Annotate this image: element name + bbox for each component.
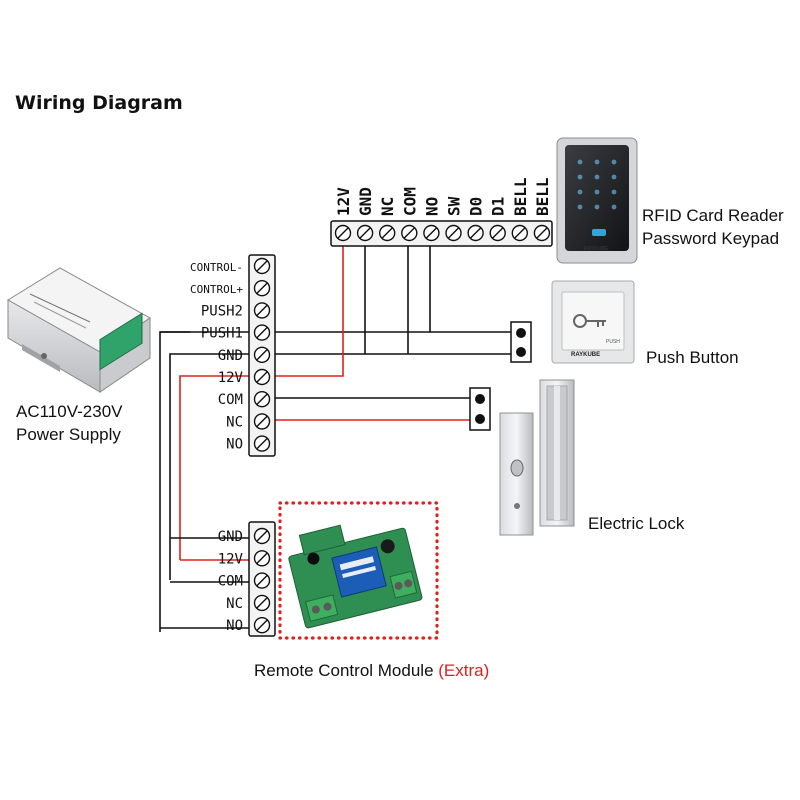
diagram-title: Wiring Diagram	[15, 92, 183, 114]
terminal-screw-slot	[256, 304, 268, 317]
keypad-key	[611, 189, 617, 195]
controller-terminal-label: PUSH1	[201, 326, 243, 342]
terminal-screw-slot	[425, 227, 438, 239]
reader-label: RFID Card Reader Password Keypad	[642, 204, 784, 250]
keypad-key	[611, 159, 617, 165]
reader-terminal-label: NO	[422, 197, 441, 216]
rfid-reader-image	[556, 137, 638, 264]
terminal-screw-slot	[337, 227, 349, 239]
keypad-key	[594, 174, 600, 180]
power-supply-line1: AC110V-230V	[16, 402, 123, 421]
terminal-screw-slot	[256, 326, 268, 339]
terminal-screw-slot	[447, 227, 460, 239]
terminal-screw-slot	[256, 530, 268, 542]
terminal-screw-slot	[256, 282, 268, 294]
controller-terminal-label: NO	[226, 437, 243, 453]
controller-terminal-label: CONTROL-	[190, 261, 243, 274]
terminal-screw-slot	[256, 260, 268, 272]
push-button-image	[551, 280, 635, 364]
terminal-screw-slot	[256, 393, 268, 405]
remote-terminal-label: 12V	[218, 551, 244, 567]
remote-module-image	[278, 501, 439, 640]
reader-terminal-label: BELL	[533, 177, 552, 216]
keypad-key	[577, 174, 583, 180]
wire-gnd	[169, 353, 515, 580]
remote-terminal-label: NO	[226, 618, 243, 634]
reader-line1: RFID Card Reader	[642, 206, 784, 225]
keypad-key	[577, 204, 583, 210]
terminal-screw-slot	[256, 552, 268, 565]
terminal-screw-slot	[256, 597, 268, 609]
power-supply-label: AC110V-230V Power Supply	[16, 400, 122, 446]
terminal-screw-slot	[256, 349, 268, 361]
terminal-screw-slot	[359, 227, 371, 239]
reader-terminal-label: COM	[400, 187, 419, 216]
keypad-key	[594, 204, 600, 210]
keypad-key	[577, 189, 583, 195]
reader-terminal-label: D1	[489, 197, 508, 216]
controller-terminal-label: 12V	[218, 370, 244, 386]
terminal-screw-slot	[469, 227, 482, 239]
controller-terminal-label: GND	[218, 348, 243, 364]
reader-terminal-label: SW	[445, 196, 464, 216]
keypad-key	[577, 159, 583, 165]
terminal-screw-slot	[536, 227, 548, 239]
wire-push1	[159, 331, 515, 632]
controller-terminal-label: NC	[226, 414, 243, 430]
terminal-screw-slot	[256, 619, 268, 631]
electric-lock-image	[499, 379, 575, 536]
remote-module-text: Remote Control Module	[254, 661, 434, 680]
remote-terminal-label: GND	[218, 529, 243, 545]
remote-terminal-label: COM	[218, 574, 243, 590]
terminal-screw-slot	[256, 574, 268, 587]
remote-module-extra: (Extra)	[438, 661, 490, 680]
controller-terminal-label: COM	[218, 392, 243, 408]
terminal-screw-slot	[403, 227, 416, 239]
electric-lock-label: Electric Lock	[588, 514, 685, 533]
reader-terminal-label: BELL	[511, 177, 530, 216]
controller-terminal-label: CONTROL+	[190, 283, 243, 296]
remote-terminal-block: GND 12V COM NC NO	[218, 521, 276, 637]
push-button-connector	[510, 321, 532, 363]
remote-terminal-label: NC	[226, 596, 243, 612]
power-supply-image	[7, 267, 151, 393]
terminal-screw-slot	[381, 227, 393, 239]
push-button-label: Push Button	[646, 348, 739, 367]
keypad-key	[594, 189, 600, 195]
terminal-screw-slot	[256, 415, 268, 428]
keypad-key	[594, 159, 600, 165]
keypad-key	[611, 174, 617, 180]
terminal-screw-slot	[514, 227, 526, 239]
lock-connector	[469, 387, 491, 431]
terminal-screw-slot	[256, 371, 268, 383]
keypad-key	[611, 204, 617, 210]
power-supply-line2: Power Supply	[16, 425, 121, 444]
reader-line2: Password Keypad	[642, 229, 780, 248]
reader-terminal-label: NC	[378, 197, 397, 216]
remote-module-label: Remote Control Module (Extra)	[254, 661, 489, 681]
reader-terminal-label: GND	[356, 187, 375, 216]
reader-terminal-label: 12V	[334, 187, 353, 216]
reader-terminal-label: D0	[467, 197, 486, 216]
push-button-caption: PUSH	[606, 339, 620, 345]
push-button-brand: RAYKUBE	[571, 352, 601, 358]
reader-brand: RAYKUBE	[584, 246, 609, 252]
controller-terminal-label: PUSH2	[201, 303, 243, 319]
terminal-screw-slot	[256, 437, 268, 450]
terminal-screw-slot	[491, 227, 504, 239]
